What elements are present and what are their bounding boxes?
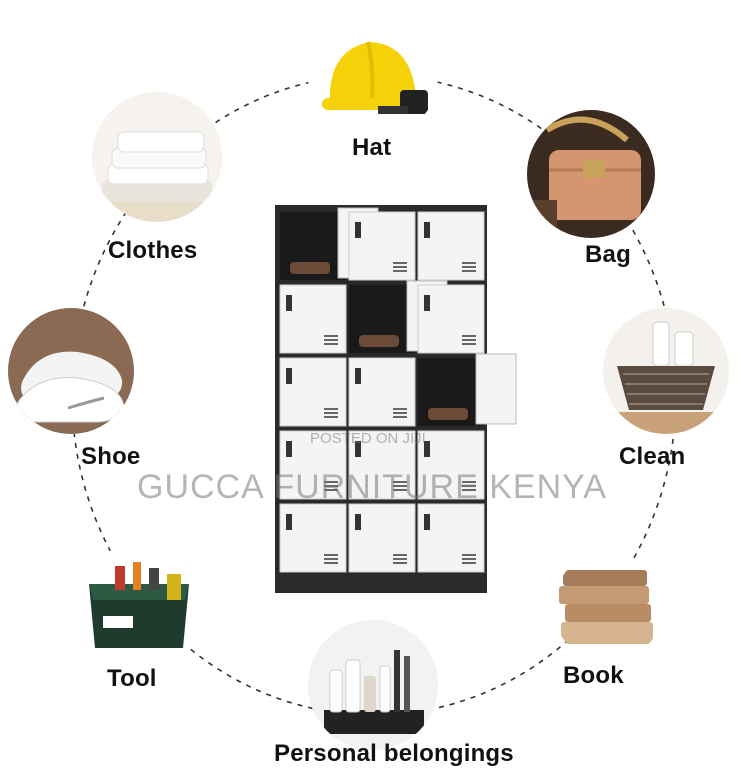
vent-slot <box>324 481 338 483</box>
vent-slot <box>462 343 476 345</box>
basket-image <box>603 308 729 434</box>
vent-slot <box>393 481 407 483</box>
cosmetics-image <box>308 620 438 750</box>
vent-slot <box>324 335 338 337</box>
open-door <box>475 353 517 425</box>
stored-shoes <box>359 335 399 347</box>
door-handle <box>286 295 292 311</box>
vent-slot <box>324 416 338 418</box>
shoe-label: Shoe <box>81 443 141 470</box>
toolbag-image <box>75 544 203 672</box>
vent-slot <box>324 343 338 345</box>
shoe-image <box>8 308 134 434</box>
door-handle <box>424 222 430 238</box>
vent-slot <box>393 266 407 268</box>
door-handle <box>286 514 292 530</box>
vent-slot <box>324 554 338 556</box>
vent-slot <box>324 489 338 491</box>
vent-slot <box>324 485 338 487</box>
vent-slot <box>462 489 476 491</box>
door-handle <box>355 514 361 530</box>
watermark-brand: GUCCA FURNITURE KENYA <box>137 468 607 506</box>
door-handle <box>424 441 430 457</box>
vent-slot <box>324 558 338 560</box>
door-handle <box>424 295 430 311</box>
door-handle <box>355 368 361 384</box>
vent-slot <box>324 408 338 410</box>
book-label: Book <box>563 662 624 689</box>
vent-slot <box>393 412 407 414</box>
vent-slot <box>462 335 476 337</box>
vent-slot <box>324 339 338 341</box>
door-handle <box>424 514 430 530</box>
vent-slot <box>462 485 476 487</box>
vent-slot <box>324 562 338 564</box>
vent-slot <box>393 262 407 264</box>
vent-slot <box>393 558 407 560</box>
vent-slot <box>462 481 476 483</box>
hat-label: Hat <box>352 134 392 161</box>
stored-shoes <box>290 262 330 274</box>
vent-slot <box>393 408 407 410</box>
vent-slot <box>462 270 476 272</box>
tool-label: Tool <box>107 665 157 692</box>
vent-slot <box>462 266 476 268</box>
door-handle <box>355 222 361 238</box>
personal-belongings-label: Personal belongings <box>274 740 514 767</box>
vent-slot <box>462 262 476 264</box>
vent-slot <box>393 485 407 487</box>
door-handle <box>286 441 292 457</box>
clean-label: Clean <box>619 443 686 470</box>
stored-shoes <box>428 408 468 420</box>
vent-slot <box>462 562 476 564</box>
vent-slot <box>393 489 407 491</box>
hat-image <box>308 10 438 140</box>
watermark-posted: POSTED ON JIJI <box>310 430 426 447</box>
door-handle <box>286 368 292 384</box>
bag-image <box>527 110 655 238</box>
clothes-label: Clothes <box>108 237 198 264</box>
vent-slot <box>462 554 476 556</box>
vent-slot <box>324 412 338 414</box>
vent-slot <box>393 554 407 556</box>
vent-slot <box>393 416 407 418</box>
books-image <box>553 552 663 662</box>
clothes-image <box>92 92 222 222</box>
vent-slot <box>462 339 476 341</box>
bag-label: Bag <box>585 241 631 268</box>
vent-slot <box>393 270 407 272</box>
vent-slot <box>393 562 407 564</box>
door-handle <box>355 441 361 457</box>
vent-slot <box>462 558 476 560</box>
